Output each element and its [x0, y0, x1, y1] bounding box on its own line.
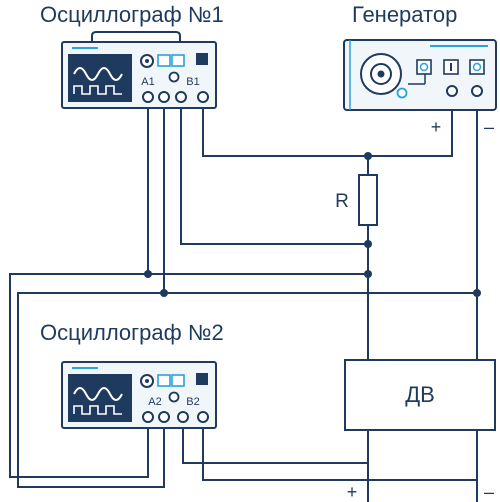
generator — [343, 39, 497, 111]
generator-button-knob — [472, 62, 482, 72]
osc1-square-wave-icon — [73, 85, 122, 95]
junction-node — [364, 240, 372, 248]
osc1-port-b1[interactable] — [197, 91, 209, 103]
generator-port-plus[interactable] — [446, 85, 458, 97]
osc1-port-a1[interactable] — [142, 91, 154, 103]
junction-node — [144, 270, 152, 278]
osc2-square-wave-icon — [73, 405, 122, 415]
osc2-dark-button[interactable] — [196, 373, 208, 385]
gen-minus-label: – — [484, 117, 494, 137]
osc1-handle — [91, 31, 181, 42]
osc2-port-a-label: A2 — [148, 396, 161, 408]
resistor-body — [358, 174, 378, 226]
motor-body — [344, 359, 496, 431]
osc2-sine-wave-icon — [73, 387, 123, 401]
osc1-knob-center — [145, 59, 149, 63]
gen-plus-label: + — [431, 117, 442, 137]
resistor: R — [335, 174, 378, 226]
osc1-dark-button[interactable] — [196, 53, 208, 65]
osc2-port-g2[interactable] — [177, 411, 189, 423]
junction-node — [364, 152, 372, 160]
generator-small-knob-icon[interactable] — [396, 87, 408, 99]
osc2-knob-center — [145, 379, 149, 383]
osc1-button[interactable] — [171, 54, 185, 67]
osc1-button[interactable] — [157, 54, 171, 67]
osc2-button[interactable] — [157, 374, 171, 387]
osc2-button[interactable] — [171, 374, 185, 387]
generator-port-minus[interactable] — [471, 85, 483, 97]
osc2-port-b2[interactable] — [197, 411, 209, 423]
junction-node — [473, 289, 481, 297]
osc1-small-knob-icon[interactable] — [168, 71, 180, 83]
resistor-label: R — [335, 191, 349, 212]
wire-b2-motor — [182, 427, 368, 464]
osc1-sine-wave-icon — [73, 67, 123, 81]
wire-gen-plus — [368, 96, 453, 157]
osc2-port-ground[interactable] — [158, 411, 170, 423]
wire-g2-resistor-bottom — [180, 97, 368, 245]
osc1-port-a-label: A1 — [141, 76, 154, 88]
junctions — [144, 152, 481, 297]
bottom-plus-label: + — [347, 482, 358, 502]
osc1-port-b-label: B1 — [186, 76, 199, 88]
junction-node — [160, 289, 168, 297]
motor-label: ДВ — [405, 382, 435, 407]
motor-block: ДВ — [344, 359, 496, 431]
bottom-minus-label: – — [484, 482, 494, 502]
osc1-title: Осциллограф №1 — [40, 2, 224, 27]
wire-osc2-extra — [202, 427, 477, 481]
generator-dial-center — [377, 70, 385, 78]
wire-b1-resistor-top — [202, 97, 368, 157]
wires — [9, 96, 478, 502]
osc1-port-ground[interactable] — [158, 91, 170, 103]
wire-a1-left-loop — [9, 97, 149, 478]
wire-osc1-ground-loop — [17, 97, 165, 488]
oscilloscope-1: A1 B1 — [61, 31, 217, 109]
generator-button-knob — [419, 62, 429, 72]
osc1-port-g2[interactable] — [175, 91, 187, 103]
junction-node — [364, 270, 372, 278]
osc2-port-b-label: B2 — [186, 396, 199, 408]
osc2-small-knob-icon[interactable] — [168, 391, 180, 403]
osc2-port-a2[interactable] — [142, 411, 154, 423]
osc2-title: Осциллограф №2 — [40, 320, 224, 345]
generator-title: Генератор — [352, 2, 457, 27]
oscilloscope-2: A2 B2 — [61, 361, 217, 429]
